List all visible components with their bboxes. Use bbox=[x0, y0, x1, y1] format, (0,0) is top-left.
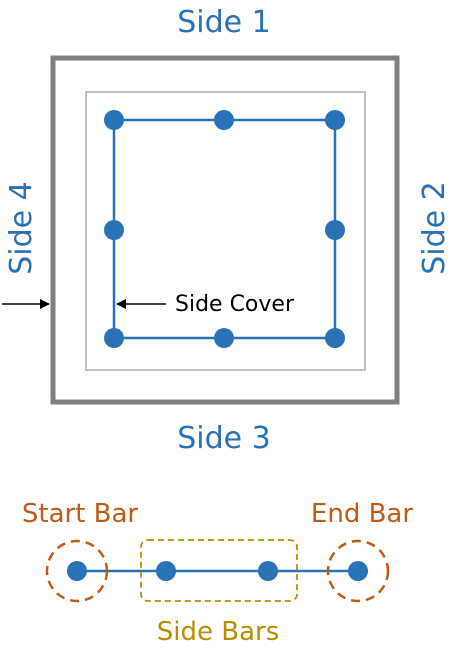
side-bar-dot bbox=[156, 561, 176, 581]
rebar-bar bbox=[104, 110, 124, 130]
outer-section-boundary bbox=[50, 55, 400, 405]
start-bar-highlight bbox=[45, 539, 109, 603]
legend-bars bbox=[67, 561, 368, 581]
side-bars-label: Side Bars bbox=[157, 617, 280, 647]
end-bar-label: End Bar bbox=[311, 499, 413, 529]
side-bars-highlight bbox=[140, 539, 298, 602]
side-3-label: Side 3 bbox=[177, 421, 271, 456]
side-1-label: Side 1 bbox=[177, 5, 271, 40]
start-bar-label: Start Bar bbox=[22, 499, 139, 529]
rebar-bar bbox=[325, 110, 345, 130]
side-2-label: Side 2 bbox=[417, 181, 452, 275]
side-4-label: Side 4 bbox=[4, 181, 39, 275]
side-bar-dot bbox=[258, 561, 278, 581]
end-bar-highlight bbox=[326, 539, 390, 603]
rebar-bar bbox=[325, 328, 345, 348]
rebar-bar bbox=[214, 110, 234, 130]
rebar-bar bbox=[325, 220, 345, 240]
start-bar-dot bbox=[67, 561, 87, 581]
rebar-bar bbox=[104, 328, 124, 348]
cover-boundary bbox=[85, 91, 366, 371]
rebar-bar bbox=[104, 220, 124, 240]
side-cover-label: Side Cover bbox=[175, 292, 295, 317]
rebar-bar bbox=[214, 328, 234, 348]
rebar-bars bbox=[104, 110, 345, 348]
end-bar-dot bbox=[348, 561, 368, 581]
